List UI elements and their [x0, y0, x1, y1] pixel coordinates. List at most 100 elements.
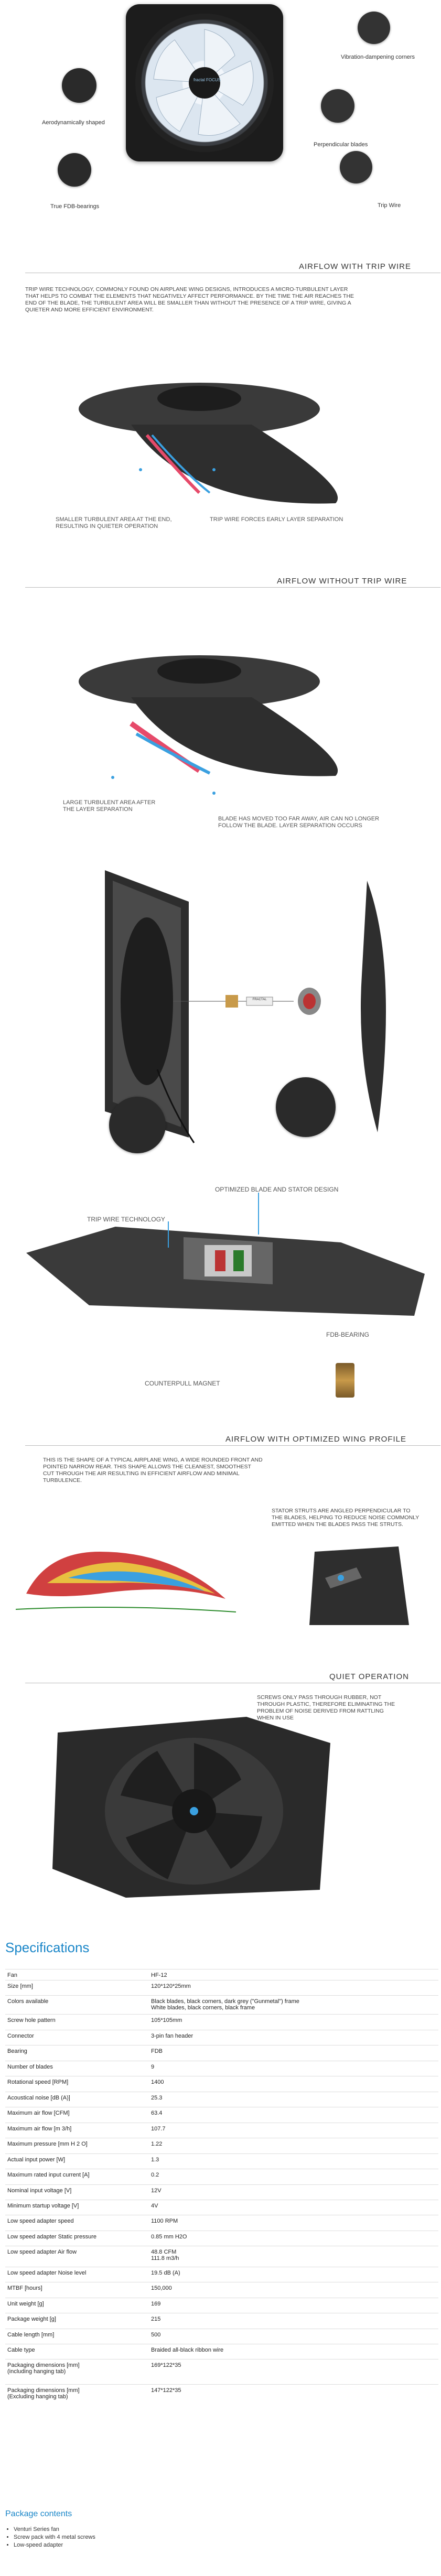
spec-key: Colors available	[5, 1995, 149, 2015]
spec-row: Package weight [g]215	[5, 2313, 438, 2329]
wing-rule	[25, 1445, 440, 1446]
spec-row: Minimum startup voltage [V]4V	[5, 2200, 438, 2215]
spec-value: Braided all-black ribbon wire	[149, 2344, 438, 2359]
package-item: Screw pack with 4 metal screws	[14, 2534, 95, 2541]
fdb-bearing-label: FDB-BEARING	[326, 1331, 370, 1338]
spec-row: Packaging dimensions [mm] (including han…	[5, 2359, 438, 2385]
spec-value: HF-12	[149, 1969, 438, 1980]
without-trip-callout-right: BLADE HAS MOVED TOO FAR AWAY, AIR CAN NO…	[218, 816, 380, 829]
spec-value: 169	[149, 2298, 438, 2313]
exploded-sticker: FRACTAL	[252, 998, 267, 1001]
spec-row: Rotational speed [RPM]1400	[5, 2076, 438, 2092]
trip-wire-label: TRIP WIRE TECHNOLOGY	[87, 1216, 165, 1223]
spec-key: Acoustical noise [dB (A)]	[5, 2092, 149, 2107]
spec-value: 1.3	[149, 2153, 438, 2169]
spec-key: Low speed adapter Noise level	[5, 2267, 149, 2282]
with-trip-callout-right: TRIP WIRE FORCES EARLY LAYER SEPARATION	[210, 516, 343, 523]
fdb-label: True FDB-bearings	[50, 203, 100, 210]
spec-row: Packaging dimensions [mm] (Excluding han…	[5, 2384, 438, 2410]
package-item: Low-speed adapter	[14, 2541, 95, 2549]
callout-dot	[111, 776, 114, 779]
callout-dot	[139, 468, 142, 471]
quiet-body: SCREWS ONLY PASS THROUGH RUBBER, NOT THR…	[257, 1694, 395, 1721]
connector-line	[168, 1221, 169, 1248]
spec-value: 1100 RPM	[149, 2215, 438, 2231]
package-contents-title: Package contents	[5, 2509, 72, 2518]
spec-key: Maximum air flow [CFM]	[5, 2107, 149, 2123]
connector-line	[258, 1193, 259, 1235]
spec-value: 1400	[149, 2076, 438, 2092]
optimized-label: OPTIMIZED BLADE AND STATOR DESIGN	[215, 1186, 339, 1193]
spec-value: 150,000	[149, 2282, 438, 2298]
spec-value: 107.7	[149, 2123, 438, 2138]
spec-value: 63.4	[149, 2107, 438, 2123]
vibration-label: Vibration-dampening corners	[341, 54, 415, 60]
wing-stator-text: STATOR STRUTS ARE ANGLED PERPENDICULAR T…	[272, 1508, 420, 1528]
without-trip-callout-left: LARGE TURBULENT AREA AFTER THE LAYER SEP…	[63, 799, 156, 813]
package-item: Venturi Series fan	[14, 2526, 95, 2534]
spec-key: Cable length [mm]	[5, 2329, 149, 2344]
spec-value: 25.3	[149, 2092, 438, 2107]
fdb-thumb	[58, 153, 91, 187]
spec-key: Low speed adapter Static pressure	[5, 2231, 149, 2246]
spec-row: Actual input power [W]1.3	[5, 2153, 438, 2169]
spec-row: Acoustical noise [dB (A)]25.3	[5, 2092, 438, 2107]
spec-row: Maximum air flow [CFM]63.4	[5, 2107, 438, 2123]
spec-key: Packaging dimensions [mm] (Excluding han…	[5, 2384, 149, 2410]
hero-logo: fractal FOCUS	[193, 78, 221, 82]
spec-key: Size [mm]	[5, 1980, 149, 1996]
spec-value: 147*122*35	[149, 2384, 438, 2410]
spec-key: Number of blades	[5, 2061, 149, 2076]
without-trip-rule	[25, 587, 440, 588]
spec-key: Connector	[5, 2030, 149, 2045]
spec-key: Screw hole pattern	[5, 2014, 149, 2030]
aero-thumb	[62, 68, 96, 103]
fan-cutaway-image	[26, 1221, 425, 1326]
spec-row: MTBF [hours]150,000	[5, 2282, 438, 2298]
spec-key: Bearing	[5, 2045, 149, 2061]
spec-value: 500	[149, 2329, 438, 2344]
spec-value: 215	[149, 2313, 438, 2329]
spec-key: Low speed adapter Air flow	[5, 2246, 149, 2267]
quiet-title: QUIET OPERATION	[329, 1672, 409, 1681]
spec-key: Maximum rated input current [A]	[5, 2169, 149, 2185]
wing-profile-image	[15, 1520, 236, 1625]
spec-row: Maximum pressure [mm H 2 O]1.22	[5, 2138, 438, 2154]
perpendicular-thumb	[321, 89, 354, 123]
with-trip-fan-image	[42, 335, 357, 514]
spec-key: Low speed adapter speed	[5, 2215, 149, 2231]
spec-key: Cable type	[5, 2344, 149, 2359]
spec-value: 105*105mm	[149, 2014, 438, 2030]
perpendicular-label: Perpendicular blades	[314, 142, 368, 148]
spec-row: Maximum rated input current [A]0.2	[5, 2169, 438, 2185]
spec-key: Rotational speed [RPM]	[5, 2076, 149, 2092]
spec-value: 120*120*25mm	[149, 1980, 438, 1996]
trip-wire-thumb	[109, 1097, 166, 1153]
spec-key: Minimum startup voltage [V]	[5, 2200, 149, 2215]
aero-label: Aerodynamically shaped	[42, 120, 105, 126]
specifications-title: Specifications	[5, 1940, 90, 1955]
hero-fan: fractal FOCUS	[126, 4, 283, 161]
without-trip-fan-image	[42, 619, 357, 792]
spec-value: 3-pin fan header	[149, 2030, 438, 2045]
spec-value: 0.85 mm H2O	[149, 2231, 438, 2246]
spec-key: Package weight [g]	[5, 2313, 149, 2329]
exploded-view: FRACTAL	[0, 860, 441, 1153]
spec-value: 19.5 dB (A)	[149, 2267, 438, 2282]
spec-row: Maximum air flow [m 3/h]107.7	[5, 2123, 438, 2138]
spec-key: Packaging dimensions [mm] (including han…	[5, 2359, 149, 2385]
spec-key: Actual input power [W]	[5, 2153, 149, 2169]
callout-dot	[212, 468, 216, 471]
without-trip-title: AIRFLOW WITHOUT TRIP WIRE	[277, 577, 407, 586]
spec-key: Maximum pressure [mm H 2 O]	[5, 2138, 149, 2154]
